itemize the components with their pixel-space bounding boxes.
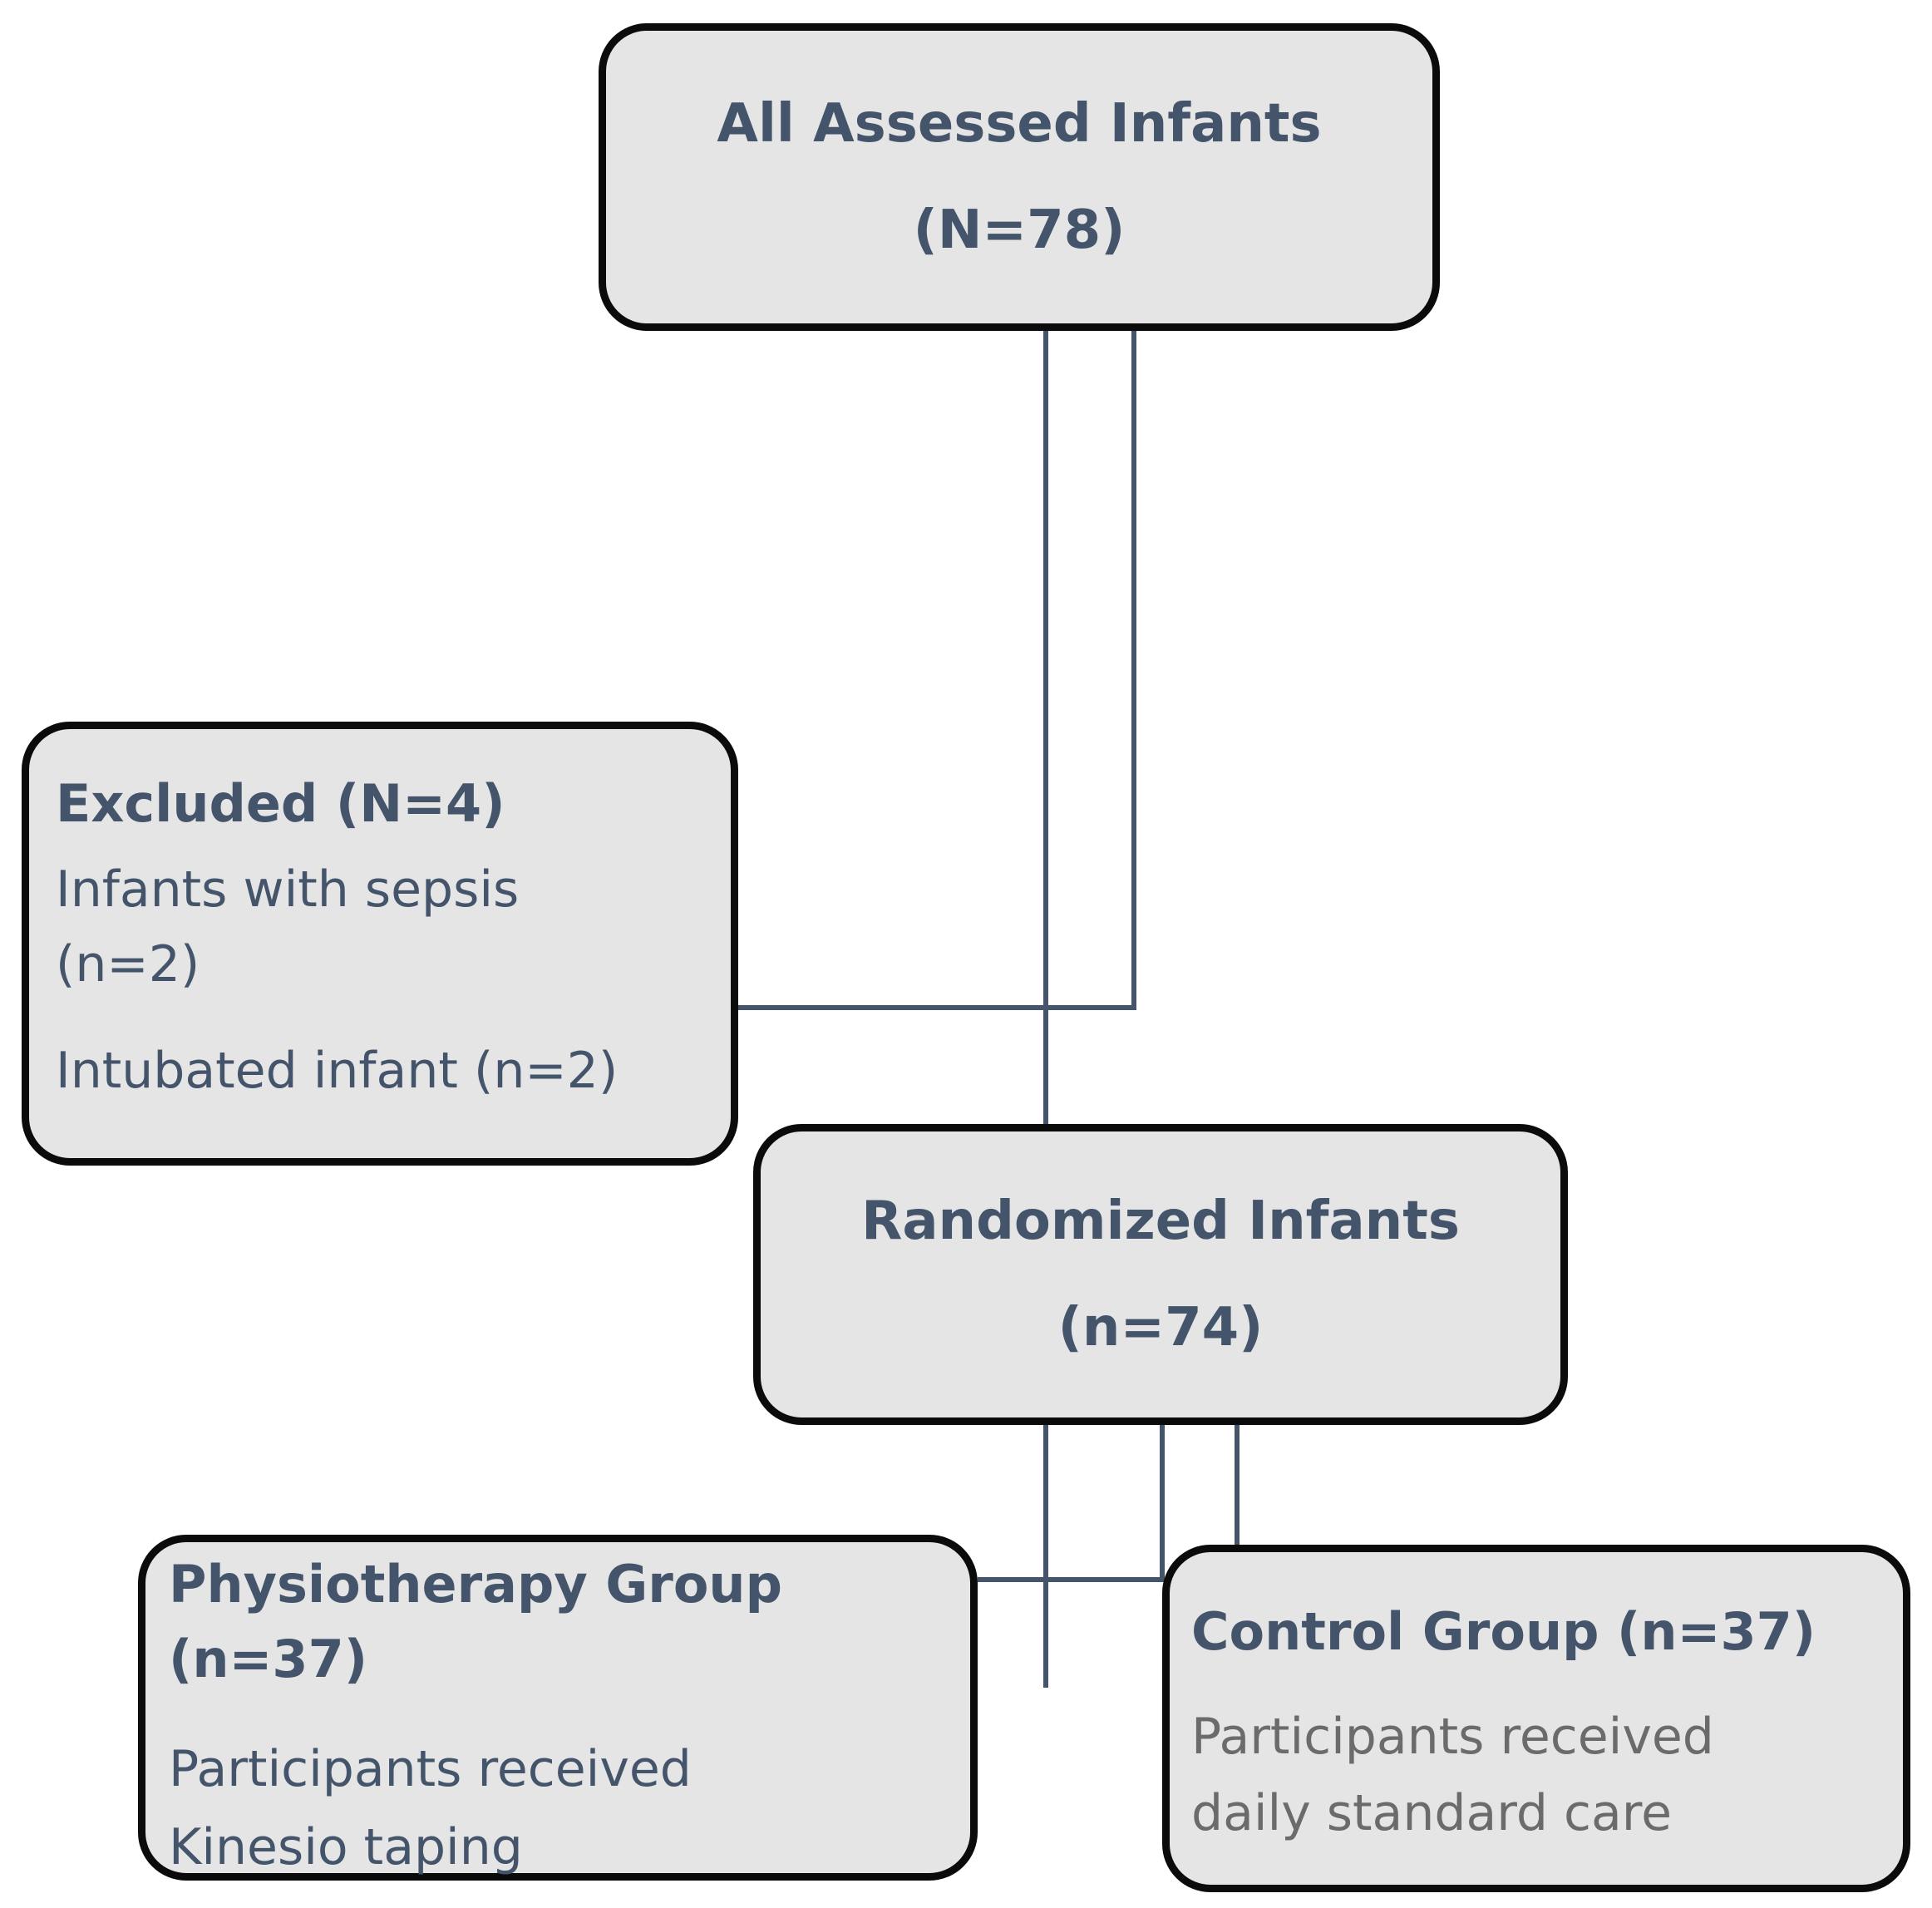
all-assessed-count: (N=78) bbox=[913, 200, 1126, 261]
all-assessed-box: All Assessed Infants (N=78) bbox=[599, 23, 1440, 331]
excluded-reason-sepsis-count: (n=2) bbox=[56, 935, 200, 993]
physiotherapy-count: (n=37) bbox=[169, 1629, 368, 1689]
physiotherapy-group-box: Physiotherapy Group (n=37) Participants … bbox=[138, 1535, 978, 1881]
control-group-box: Control Group (n=37) Participants receiv… bbox=[1162, 1545, 1910, 1892]
control-desc-line1: Participants received bbox=[1191, 1708, 1714, 1766]
physiotherapy-desc-line2: Kinesio taping bbox=[169, 1818, 523, 1876]
excluded-box: Excluded (N=4) Infants with sepsis (n=2)… bbox=[22, 722, 738, 1166]
control-desc-line2: daily standard care bbox=[1191, 1784, 1672, 1842]
connector-to-physiotherapy bbox=[978, 1425, 1165, 1582]
excluded-reason-intubated: Intubated infant (n=2) bbox=[56, 1042, 619, 1100]
randomized-count: (n=74) bbox=[1057, 1297, 1264, 1358]
physiotherapy-desc-line1: Participants received bbox=[169, 1740, 692, 1798]
excluded-title: Excluded (N=4) bbox=[56, 773, 505, 834]
randomized-title: Randomized Infants bbox=[861, 1191, 1460, 1252]
randomized-box: Randomized Infants (n=74) bbox=[753, 1124, 1568, 1425]
control-title: Control Group (n=37) bbox=[1191, 1601, 1816, 1662]
all-assessed-title: All Assessed Infants bbox=[717, 93, 1322, 155]
excluded-reason-sepsis: Infants with sepsis bbox=[56, 860, 520, 919]
physiotherapy-title: Physiotherapy Group bbox=[169, 1554, 782, 1615]
connector-to-excluded bbox=[738, 331, 1136, 1010]
